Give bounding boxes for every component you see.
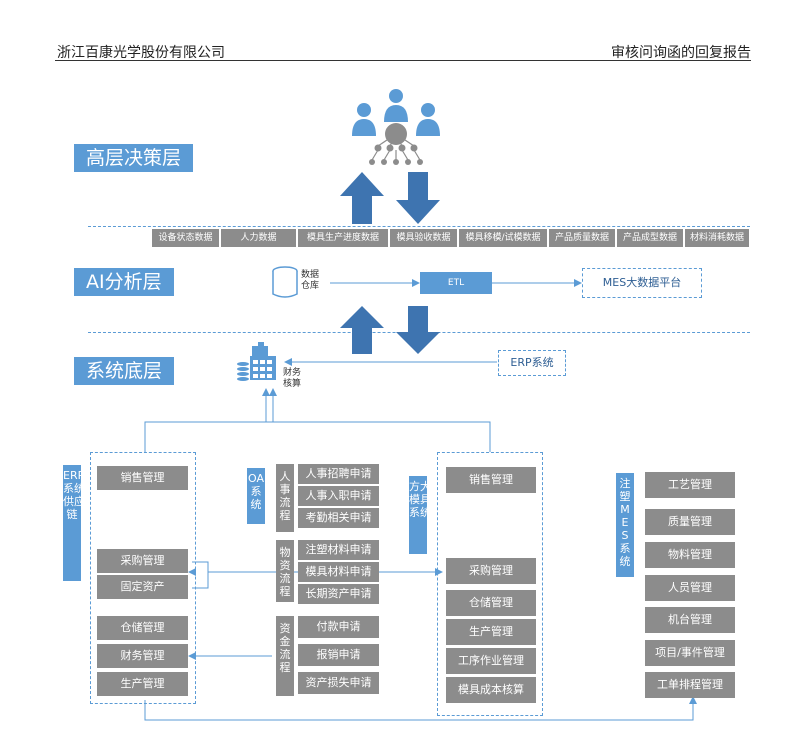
erp-module-warehouse: 仓储管理 (97, 616, 188, 640)
erp-module-purchase: 采购管理 (97, 549, 188, 573)
fangda-module-production: 生产管理 (446, 619, 536, 645)
mes-platform-box: MES大数据平台 (582, 268, 702, 298)
fangda-label-bar: 方大 模具 系统 (409, 476, 431, 554)
down-arrow-icon (396, 306, 440, 354)
oa-item-longterm-asset: 长期资产申请 (298, 584, 379, 604)
warehouse-label: 数据 仓库 (301, 270, 320, 291)
up-arrow-icon (340, 172, 384, 224)
layer-label-ai: AI分析层 (74, 268, 174, 296)
down-arrow-icon (396, 172, 440, 224)
mes-module-process: 工艺管理 (645, 472, 735, 498)
mes-module-material: 物料管理 (645, 542, 735, 568)
oa-item-onboard: 人事入职申请 (298, 486, 379, 506)
oa-group-fund: 资 金 流 程 (276, 616, 294, 696)
erp-module-production: 生产管理 (97, 672, 188, 696)
oa-item-asset-loss: 资产损失申请 (298, 672, 379, 694)
data-tag-3: 模具生产进度数据 (298, 229, 388, 247)
oa-item-payment: 付款申请 (298, 616, 379, 638)
mes-module-project: 项目/事件管理 (645, 640, 735, 666)
layer-label-top: 高层决策层 (74, 144, 194, 172)
data-tag-5: 模具移模/试模数据 (459, 229, 547, 247)
oa-group-material: 物 资 流 程 (276, 540, 294, 602)
separator-top (88, 226, 750, 227)
erp-module-sales: 销售管理 (97, 466, 188, 490)
fangda-container (437, 452, 543, 716)
fangda-module-warehouse: 仓储管理 (446, 590, 536, 616)
up-down-arrows-top (340, 172, 440, 224)
data-tag-2: 人力数据 (221, 229, 296, 247)
data-tag-8: 材料消耗数据 (685, 229, 749, 247)
etl-flow-arrows (330, 279, 582, 287)
database-icon (272, 266, 298, 298)
mes-module-personnel: 人员管理 (645, 575, 735, 601)
decision-makers-icon (352, 89, 440, 165)
erp-module-fixed-assets: 固定资产 (97, 575, 188, 599)
oa-label-bar: OA 系 统 (247, 468, 265, 524)
mes-module-machine: 机台管理 (645, 607, 735, 633)
fangda-module-sales: 销售管理 (446, 467, 536, 493)
fangda-module-process: 工序作业管理 (446, 648, 536, 674)
oa-item-mold-material: 模具材料申请 (298, 562, 379, 582)
erp-container (90, 452, 196, 704)
oa-item-recruit: 人事招聘申请 (298, 464, 379, 484)
data-tag-7: 产品成型数据 (617, 229, 683, 247)
erp-label-bar: ERP 系统 供应 链 (63, 465, 85, 581)
report-title: 审核问询函的回复报告 (611, 45, 751, 61)
oa-item-attendance: 考勤相关申请 (298, 508, 379, 528)
header-rule (55, 60, 751, 61)
mes-module-quality: 质量管理 (645, 509, 735, 535)
data-tag-4: 模具验收数据 (390, 229, 457, 247)
company-name: 浙江百康光学股份有限公司 (57, 45, 225, 61)
oa-item-molding-material: 注塑材料申请 (298, 540, 379, 560)
fangda-module-mold-cost: 模具成本核算 (446, 677, 536, 703)
layer-label-base: 系统底层 (74, 357, 175, 385)
data-tag-6: 产品质量数据 (549, 229, 615, 247)
data-tag-1: 设备状态数据 (152, 229, 219, 247)
finance-icon (237, 342, 276, 381)
up-down-arrows-bottom (340, 306, 440, 354)
mes-module-scheduling: 工单排程管理 (645, 672, 735, 698)
etl-box: ETL (420, 272, 492, 294)
finance-label: 财务 核算 (283, 368, 302, 389)
oa-item-reimburse: 报销申请 (298, 644, 379, 666)
mes-label-bar: 注 塑 M E S 系 统 (616, 473, 634, 577)
fangda-module-purchase: 采购管理 (446, 558, 536, 584)
oa-group-hr: 人 事 流 程 (276, 464, 294, 532)
erp-module-finance: 财务管理 (97, 644, 188, 668)
erp-system-box: ERP系统 (498, 350, 566, 376)
up-arrow-icon (340, 306, 384, 354)
